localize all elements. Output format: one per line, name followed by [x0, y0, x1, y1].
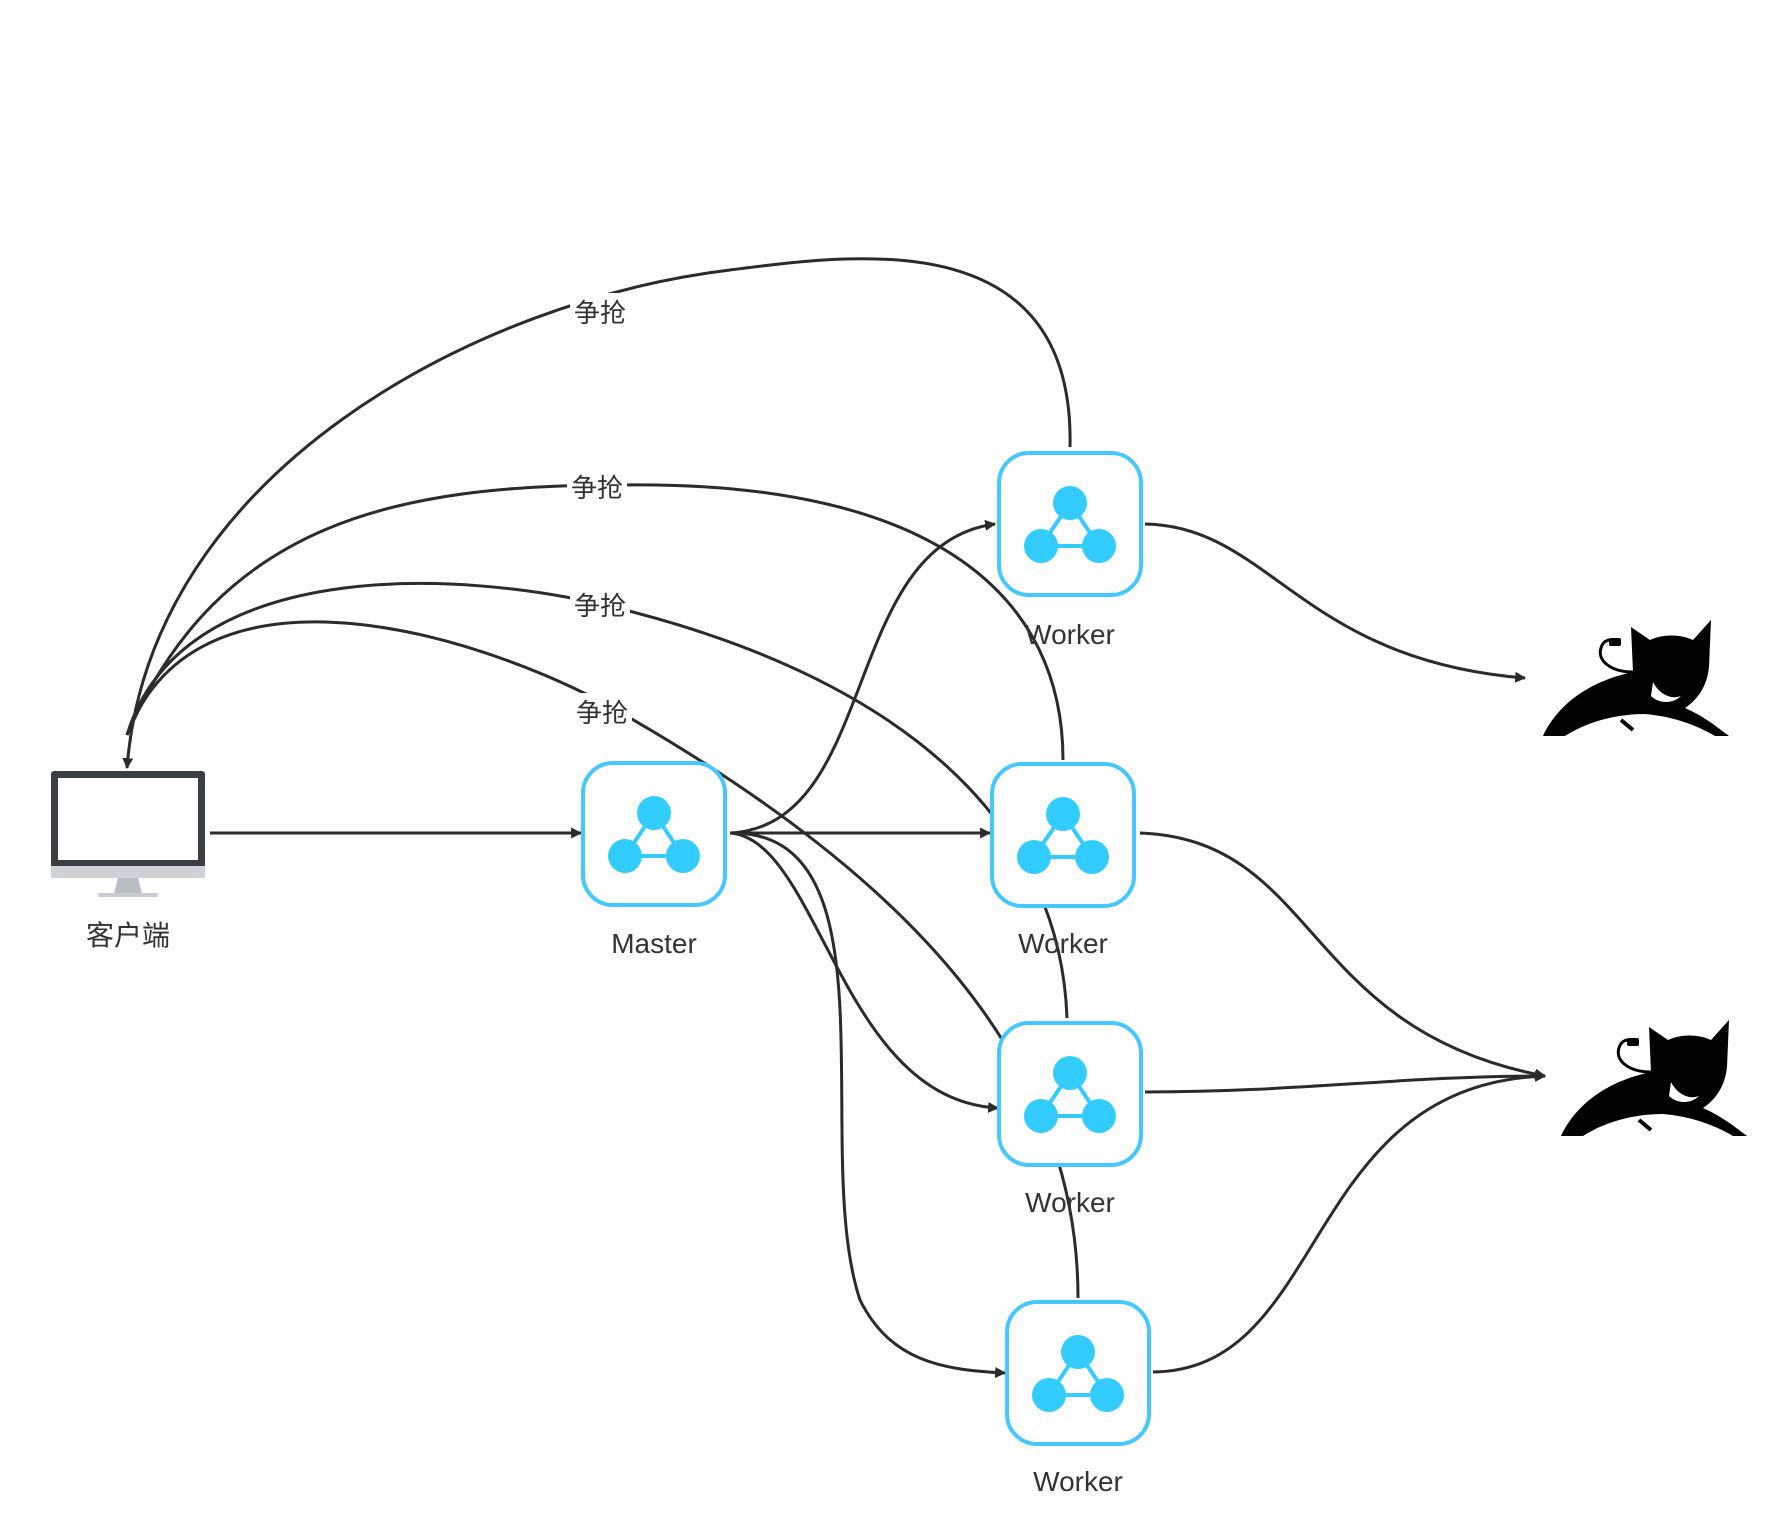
- cluster-node-icon: [990, 762, 1136, 908]
- edge-label-contend-3: 争抢: [570, 586, 630, 622]
- client-label: 客户端: [86, 920, 170, 951]
- worker-node-4[interactable]: Worker: [1005, 1300, 1151, 1497]
- client-node[interactable]: 客户端: [51, 771, 205, 951]
- edge-master-to-worker-1: [729, 519, 997, 835]
- edge-worker-1-to-client: [122, 257, 1072, 770]
- tomcat-server-2[interactable]: [1561, 1020, 1747, 1136]
- worker-label: Worker: [1033, 1466, 1123, 1497]
- worker-label: Worker: [1025, 619, 1115, 650]
- worker-node-2[interactable]: Worker: [990, 762, 1136, 959]
- tomcat-icon: [1543, 620, 1729, 736]
- svg-text:争抢: 争抢: [571, 473, 623, 503]
- master-label: Master: [611, 928, 697, 959]
- edge-master-to-worker-3: [729, 831, 1000, 1113]
- svg-text:争抢: 争抢: [576, 698, 628, 728]
- worker-node-1[interactable]: Worker: [997, 451, 1143, 650]
- monitor-icon: [51, 771, 205, 897]
- edge-worker-2-to-tomcat-2: [1139, 831, 1547, 1080]
- edge-labels: 争抢 争抢 争抢 争抢: [567, 293, 632, 729]
- edge-worker-3-to-tomcat-2: [1144, 1070, 1547, 1094]
- edge-label-contend-2: 争抢: [567, 468, 627, 504]
- edge-label-contend-4: 争抢: [572, 693, 632, 729]
- cluster-node-icon: [997, 1021, 1143, 1167]
- edge-master-to-worker-4: [729, 831, 1007, 1379]
- worker-node-3[interactable]: Worker: [997, 1021, 1143, 1218]
- edge-worker-4-to-tomcat-2: [1152, 1070, 1547, 1374]
- svg-text:争抢: 争抢: [574, 591, 626, 621]
- svg-text:争抢: 争抢: [574, 298, 626, 328]
- cluster-node-icon: [1005, 1300, 1151, 1446]
- cluster-node-icon: [997, 451, 1143, 597]
- tomcat-icon: [1561, 1020, 1747, 1136]
- cluster-node-icon: [581, 761, 727, 907]
- edges: [122, 257, 1547, 1379]
- edge-worker-1-to-tomcat-1: [1144, 522, 1527, 683]
- worker-label: Worker: [1025, 1187, 1115, 1218]
- edge-label-contend-1: 争抢: [570, 293, 630, 329]
- master-node[interactable]: Master: [581, 761, 727, 959]
- worker-label: Worker: [1018, 928, 1108, 959]
- tomcat-server-1[interactable]: [1543, 620, 1729, 736]
